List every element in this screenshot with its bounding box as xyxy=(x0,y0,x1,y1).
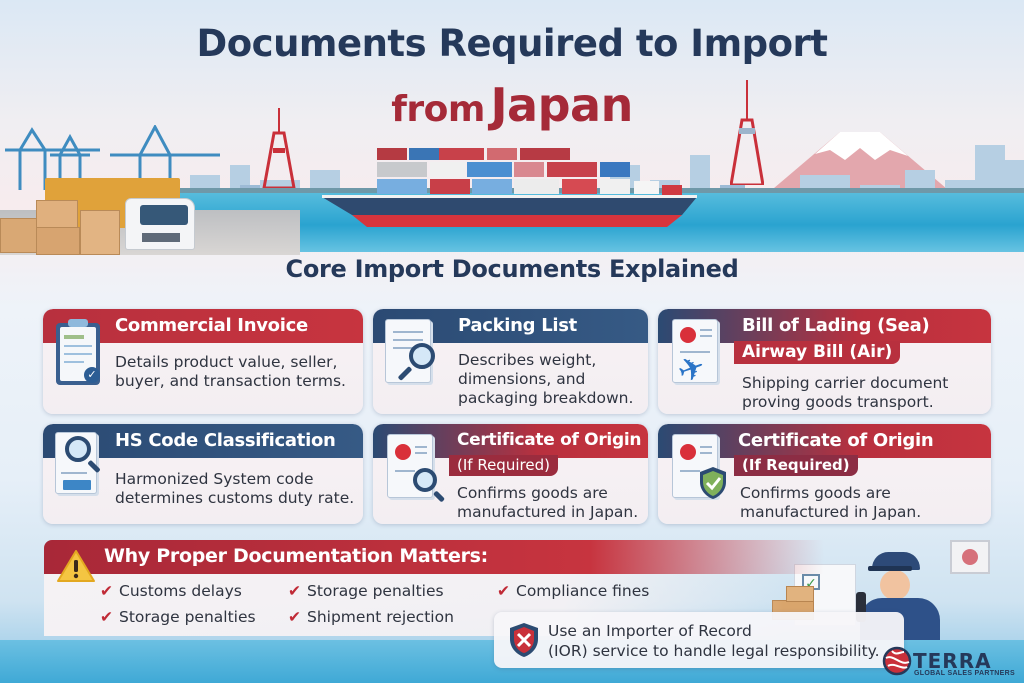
card-subtitle: (If Required) xyxy=(449,455,558,476)
card-description: Shipping carrier document proving goods … xyxy=(742,374,949,411)
section-title: Core Import Documents Explained xyxy=(285,255,739,283)
title-from: from xyxy=(391,89,485,130)
logo-tagline: GLOBAL SALES PARTNERS xyxy=(914,670,1015,677)
card-title: Commercial Invoice xyxy=(115,315,308,336)
card-title: Packing List xyxy=(458,315,577,336)
truck-cab xyxy=(125,198,195,250)
check-icon: ✔ xyxy=(100,608,113,626)
card-packing-list: Packing List Describes weight, dimension… xyxy=(373,309,648,414)
card-title: Certificate of Origin xyxy=(457,430,642,450)
check-icon: ✔ xyxy=(288,608,301,626)
check-icon: ✔ xyxy=(497,582,510,600)
card-certificate-of-origin-1: Certificate of Origin (If Required) Conf… xyxy=(373,424,648,524)
card-hs-code-classification: HS Code Classification Harmonized System… xyxy=(43,424,363,524)
ior-callout xyxy=(494,612,904,668)
port-scene-illustration xyxy=(0,80,1024,255)
document-magnifier-icon xyxy=(383,317,449,392)
card-description: Confirms goods are manufactured in Japan… xyxy=(740,484,922,521)
why-item-customs-delays: ✔Customs delays xyxy=(100,582,242,600)
logo-name: TERRA xyxy=(913,649,992,673)
document-flag-magnifier-icon xyxy=(383,432,449,512)
clipboard-check-icon: ✓ xyxy=(54,317,104,387)
why-item-compliance-fines: ✔Compliance fines xyxy=(497,582,650,600)
card-certificate-of-origin-2: Certificate of Origin (If Required) Conf… xyxy=(658,424,991,524)
why-item-shipment-rejection: ✔Shipment rejection xyxy=(288,608,454,626)
page-title-line1: Documents Required to Import xyxy=(196,22,828,65)
card-title: Bill of Lading (Sea) xyxy=(742,315,930,336)
check-icon: ✔ xyxy=(288,582,301,600)
why-item-storage-penalties-1: ✔Storage penalties xyxy=(288,582,444,600)
port-cranes-illustration xyxy=(5,125,220,190)
warning-triangle-icon xyxy=(57,550,95,582)
why-title: Why Proper Documentation Matters: xyxy=(104,545,488,567)
card-commercial-invoice: Commercial Invoice Details product value… xyxy=(43,309,363,414)
why-item-storage-penalties-2: ✔Storage penalties xyxy=(100,608,256,626)
card-description: Describes weight, dimensions, and packag… xyxy=(458,351,634,407)
card-bill-of-lading: Bill of Lading (Sea) Airway Bill (Air) S… xyxy=(658,309,991,414)
card-description: Confirms goods are manufactured in Japan… xyxy=(457,484,639,521)
card-subtitle: (If Required) xyxy=(734,455,858,476)
document-flag-shield-icon xyxy=(668,432,734,512)
check-icon: ✔ xyxy=(100,582,113,600)
card-title: HS Code Classification xyxy=(115,430,336,451)
card-title: Certificate of Origin xyxy=(738,430,934,451)
ior-text: Use an Importer of Record (IOR) service … xyxy=(548,622,880,660)
tokyo-tower-left-icon xyxy=(262,108,296,188)
card-description: Harmonized System code determines custom… xyxy=(115,470,355,507)
card-subtitle: Airway Bill (Air) xyxy=(734,341,901,364)
document-barcode-magnifier-icon xyxy=(53,430,111,500)
document-airplane-icon: ✈ xyxy=(668,317,734,397)
warning-banner-header xyxy=(44,540,824,574)
page-title-line2: from Japan xyxy=(0,78,1024,132)
title-country: Japan xyxy=(490,78,633,132)
cardboard-boxes xyxy=(0,200,120,255)
container-ship-illustration xyxy=(322,148,697,227)
shield-tools-icon xyxy=(510,623,538,657)
terra-globe-logo-icon xyxy=(882,646,912,676)
tokyo-tower-right-icon xyxy=(730,80,764,185)
card-description: Details product value, seller, buyer, an… xyxy=(115,353,346,390)
